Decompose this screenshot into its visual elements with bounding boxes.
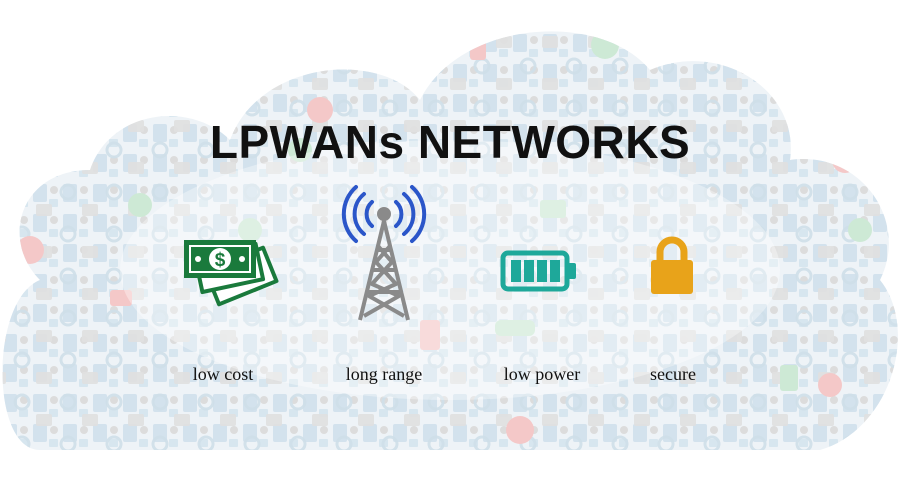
money-icon: $ [184,240,279,307]
feature-label-low-power: low power [503,364,581,384]
antenna-tower-icon [341,185,427,321]
feature-label-low-cost: low cost [192,364,254,384]
lock-icon [651,236,693,294]
svg-text:$: $ [215,250,226,271]
feature-label-long-range: long range [345,364,423,384]
feature-label-secure: secure [650,364,696,384]
battery-icon [500,250,576,292]
page-title: LPWANs NETWORKS [209,116,691,168]
